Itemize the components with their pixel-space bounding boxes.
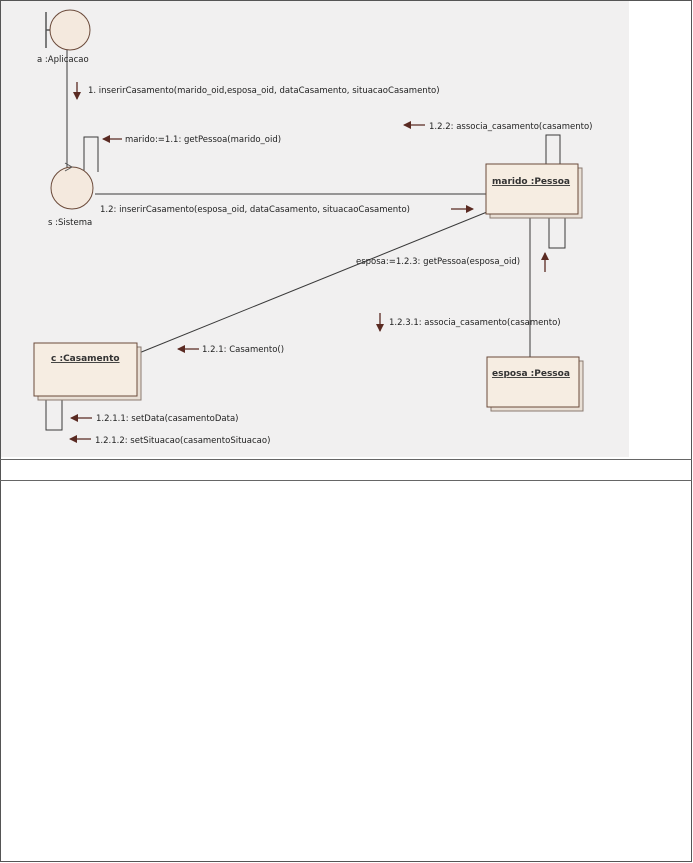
esposa-object[interactable] <box>486 356 584 412</box>
message-1-2-3: esposa:=1.2.3: getPessoa(esposa_oid) <box>356 257 520 267</box>
aplicacao-boundary-icon[interactable] <box>45 9 91 51</box>
message-1: 1. inserirCasamento(marido_oid,esposa_oi… <box>88 86 440 96</box>
message-1-2-2: 1.2.2: associa_casamento(casamento) <box>429 122 592 132</box>
esposa-object-label: esposa :Pessoa <box>492 369 570 379</box>
link-marido-casamento <box>138 211 488 354</box>
message-1-2-1-1: 1.2.1.1: setData(casamentoData) <box>96 414 238 424</box>
message-1-2: 1.2: inserirCasamento(esposa_oid, dataCa… <box>100 205 410 215</box>
message-1-2-1-2: 1.2.1.2: setSituacao(casamentoSituacao) <box>95 436 270 446</box>
message-1-2-3-1: 1.2.3.1: associa_casamento(casamento) <box>389 318 561 328</box>
self-loop-casamento <box>45 398 63 431</box>
message-1-2-1: 1.2.1: Casamento() <box>202 345 284 355</box>
divider <box>0 459 692 460</box>
sistema-control-icon[interactable] <box>50 162 94 210</box>
divider <box>0 480 692 481</box>
self-loop-marido-top <box>545 134 561 165</box>
casamento-object-label: c :Casamento <box>51 354 120 364</box>
self-loop-marido-bottom <box>548 215 566 249</box>
casamento-object[interactable] <box>33 342 142 401</box>
self-loop-sistema <box>83 136 99 172</box>
marido-object[interactable] <box>485 163 583 219</box>
marido-object-label: marido :Pessoa <box>492 177 570 187</box>
sistema-label: s :Sistema <box>48 218 92 228</box>
message-1-1: marido:=1.1: getPessoa(marido_oid) <box>125 135 281 145</box>
aplicacao-label: a :Aplicacao <box>37 55 89 65</box>
